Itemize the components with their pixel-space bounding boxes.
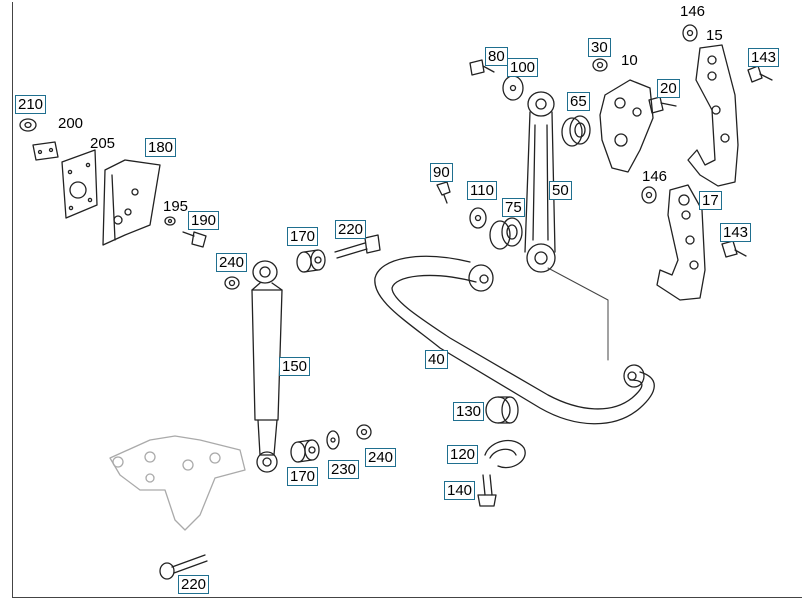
part-75-bearing	[489, 217, 523, 250]
label-75: 75	[502, 198, 525, 217]
label-180: 180	[145, 138, 177, 157]
part-110-washer	[469, 207, 487, 229]
part-130-bushing	[485, 396, 519, 424]
part-170-bushing-top	[296, 249, 326, 273]
part-210-nut	[19, 118, 37, 132]
label-240-top: 240	[216, 253, 248, 272]
part-195-washer	[164, 216, 176, 226]
label-130: 130	[453, 402, 485, 421]
part-205-plate	[61, 149, 98, 219]
label-210: 210	[15, 95, 47, 114]
part-146-nut-top	[682, 24, 698, 42]
part-20-bolt	[648, 96, 677, 114]
diagram-frame	[12, 2, 802, 598]
part-220-bolt-bottom	[159, 554, 208, 580]
label-110: 110	[467, 181, 497, 200]
label-10: 10	[621, 52, 638, 69]
label-17: 17	[699, 191, 722, 210]
label-143-top: 143	[748, 48, 780, 67]
part-190-bolt	[182, 231, 207, 248]
part-240-nut-bottom	[356, 424, 372, 440]
part-230-washer	[326, 430, 340, 450]
label-20: 20	[657, 79, 680, 98]
part-120-clamp	[484, 439, 526, 469]
part-100-washer	[502, 75, 524, 101]
label-205: 205	[90, 135, 116, 152]
label-146-top: 146	[680, 3, 706, 20]
part-40-stabilizer-bar	[374, 255, 655, 425]
label-90: 90	[430, 163, 453, 182]
label-120: 120	[447, 445, 479, 464]
part-50-link	[524, 91, 556, 273]
part-150-shock-absorber	[251, 260, 283, 473]
part-143-bolt-bottom	[721, 240, 747, 258]
part-15-bracket	[687, 44, 739, 187]
part-10-arm	[599, 79, 654, 173]
label-65: 65	[567, 92, 590, 111]
label-220-bottom: 220	[178, 575, 210, 594]
part-170-bushing-bottom	[290, 439, 320, 463]
label-190: 190	[188, 211, 220, 230]
frame-bracket-ghost	[109, 435, 246, 531]
label-140: 140	[444, 481, 476, 500]
label-170-top: 170	[287, 227, 319, 246]
part-65-bearing	[561, 115, 591, 147]
label-240-bottom: 240	[365, 448, 397, 467]
label-143-bottom: 143	[720, 223, 752, 242]
part-220-bolt-top	[334, 234, 381, 259]
part-30-nut	[592, 58, 608, 72]
label-200: 200	[58, 115, 84, 132]
part-200-plate	[32, 141, 59, 161]
label-146-mid: 146	[642, 168, 668, 185]
label-150: 150	[279, 357, 311, 376]
label-50: 50	[549, 181, 572, 200]
label-100: 100	[507, 58, 539, 77]
label-80: 80	[485, 47, 508, 66]
leader-line	[547, 267, 609, 361]
part-240-nut-top	[224, 276, 240, 290]
label-30: 30	[588, 38, 611, 57]
label-170-bottom: 170	[287, 467, 319, 486]
part-146-nut-mid	[641, 186, 657, 204]
label-40: 40	[425, 350, 448, 369]
part-90-bolt	[436, 181, 451, 204]
label-230: 230	[328, 460, 360, 479]
part-80-bolt	[469, 59, 495, 76]
part-17-bracket	[656, 184, 706, 301]
label-220-top: 220	[335, 220, 367, 239]
label-195: 195	[163, 198, 189, 215]
part-143-bolt-top	[747, 65, 773, 83]
part-180-bracket	[102, 159, 161, 246]
label-15: 15	[706, 27, 723, 44]
part-140-bolt	[477, 474, 497, 507]
